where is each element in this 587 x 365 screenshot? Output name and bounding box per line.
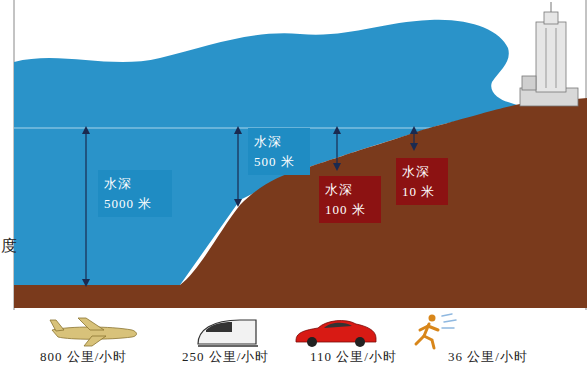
cropped-text: 度 xyxy=(1,236,18,257)
speed-label: 110 公里/小时 xyxy=(310,348,397,365)
sea-level-line xyxy=(14,128,480,129)
depth-text: 水深 100 米 xyxy=(325,180,375,219)
depth-text: 水深 5000 米 xyxy=(104,174,166,213)
depth-label: 水深 5000 米 xyxy=(98,170,172,217)
runner-icon xyxy=(416,314,456,348)
depth-text: 水深 500 米 xyxy=(254,132,304,171)
car-icon xyxy=(296,321,376,347)
building xyxy=(520,2,578,106)
depth-label: 水深 10 米 xyxy=(396,158,448,205)
speed-label: 36 公里/小时 xyxy=(448,348,528,365)
depth-text: 水深 10 米 xyxy=(402,162,442,201)
train-icon xyxy=(198,320,258,346)
seabed xyxy=(14,98,587,308)
speed-label: 800 公里/小时 xyxy=(40,348,127,365)
depth-label: 水深 100 米 xyxy=(319,176,381,223)
airplane-icon xyxy=(50,318,137,346)
speed-label: 250 公里/小时 xyxy=(182,348,269,365)
depth-label: 水深 500 米 xyxy=(248,128,310,175)
